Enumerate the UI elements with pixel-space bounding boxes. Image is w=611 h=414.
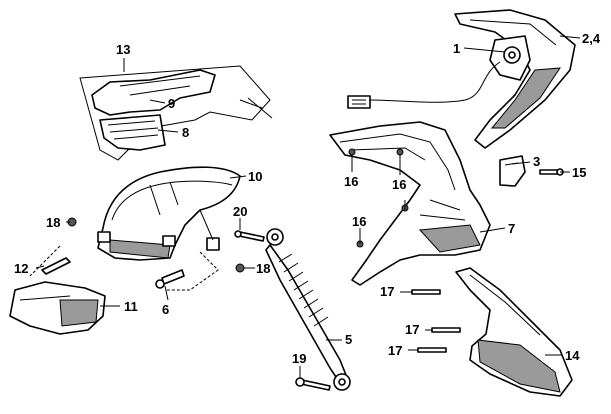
callout-13: 13	[116, 42, 130, 57]
callout-5: 5	[345, 332, 352, 347]
part-17-screw-c	[417, 347, 447, 353]
part-17-screw-b	[431, 327, 461, 333]
callout-18-right: 18	[256, 261, 270, 276]
callout-14: 14	[565, 348, 580, 363]
callout-10: 10	[248, 169, 262, 184]
callout-16-b: 16	[392, 177, 406, 192]
part-10-rear-fender	[97, 166, 241, 261]
callout-12: 12	[14, 261, 28, 276]
callout-16-a: 16	[344, 174, 358, 189]
part-15-screw	[539, 168, 564, 176]
callout-2-4: 2,4	[582, 31, 601, 46]
callout-7: 7	[508, 221, 515, 236]
part-5-shock-absorber	[265, 228, 351, 391]
part-1-bulb-wiring	[347, 61, 501, 109]
part-18-nut-right	[235, 263, 245, 273]
callout-6: 6	[162, 302, 169, 317]
part-6-bolt	[155, 269, 185, 289]
part-11-splash-guard	[9, 281, 106, 335]
leader-lines	[35, 35, 581, 378]
part-2-4-tail-light	[454, 9, 576, 149]
part-20-bolt	[234, 230, 265, 242]
callout-19: 19	[292, 351, 306, 366]
part-12-clip	[41, 257, 71, 275]
callout-17-c: 17	[388, 343, 402, 358]
part-16-screw-a	[348, 148, 356, 156]
part-7-rear-cowl	[329, 121, 491, 286]
part-16-screw-b	[396, 148, 404, 156]
part-19-bolt	[295, 377, 331, 391]
part-3-reflector	[499, 155, 526, 187]
callout-11: 11	[124, 299, 138, 314]
callout-9: 9	[168, 96, 175, 111]
part-14-lower-panel	[455, 267, 573, 397]
callout-17-b: 17	[405, 322, 419, 337]
callout-18-left: 18	[46, 215, 60, 230]
part-13-tray-assembly	[79, 65, 273, 161]
callout-1: 1	[453, 41, 460, 56]
part-17-screw-a	[411, 289, 441, 295]
callout-8: 8	[182, 125, 189, 140]
callout-17-a: 17	[380, 284, 394, 299]
callout-16-c: 16	[352, 214, 366, 229]
callout-3: 3	[533, 154, 540, 169]
callout-15: 15	[572, 165, 586, 180]
callout-20: 20	[233, 204, 247, 219]
